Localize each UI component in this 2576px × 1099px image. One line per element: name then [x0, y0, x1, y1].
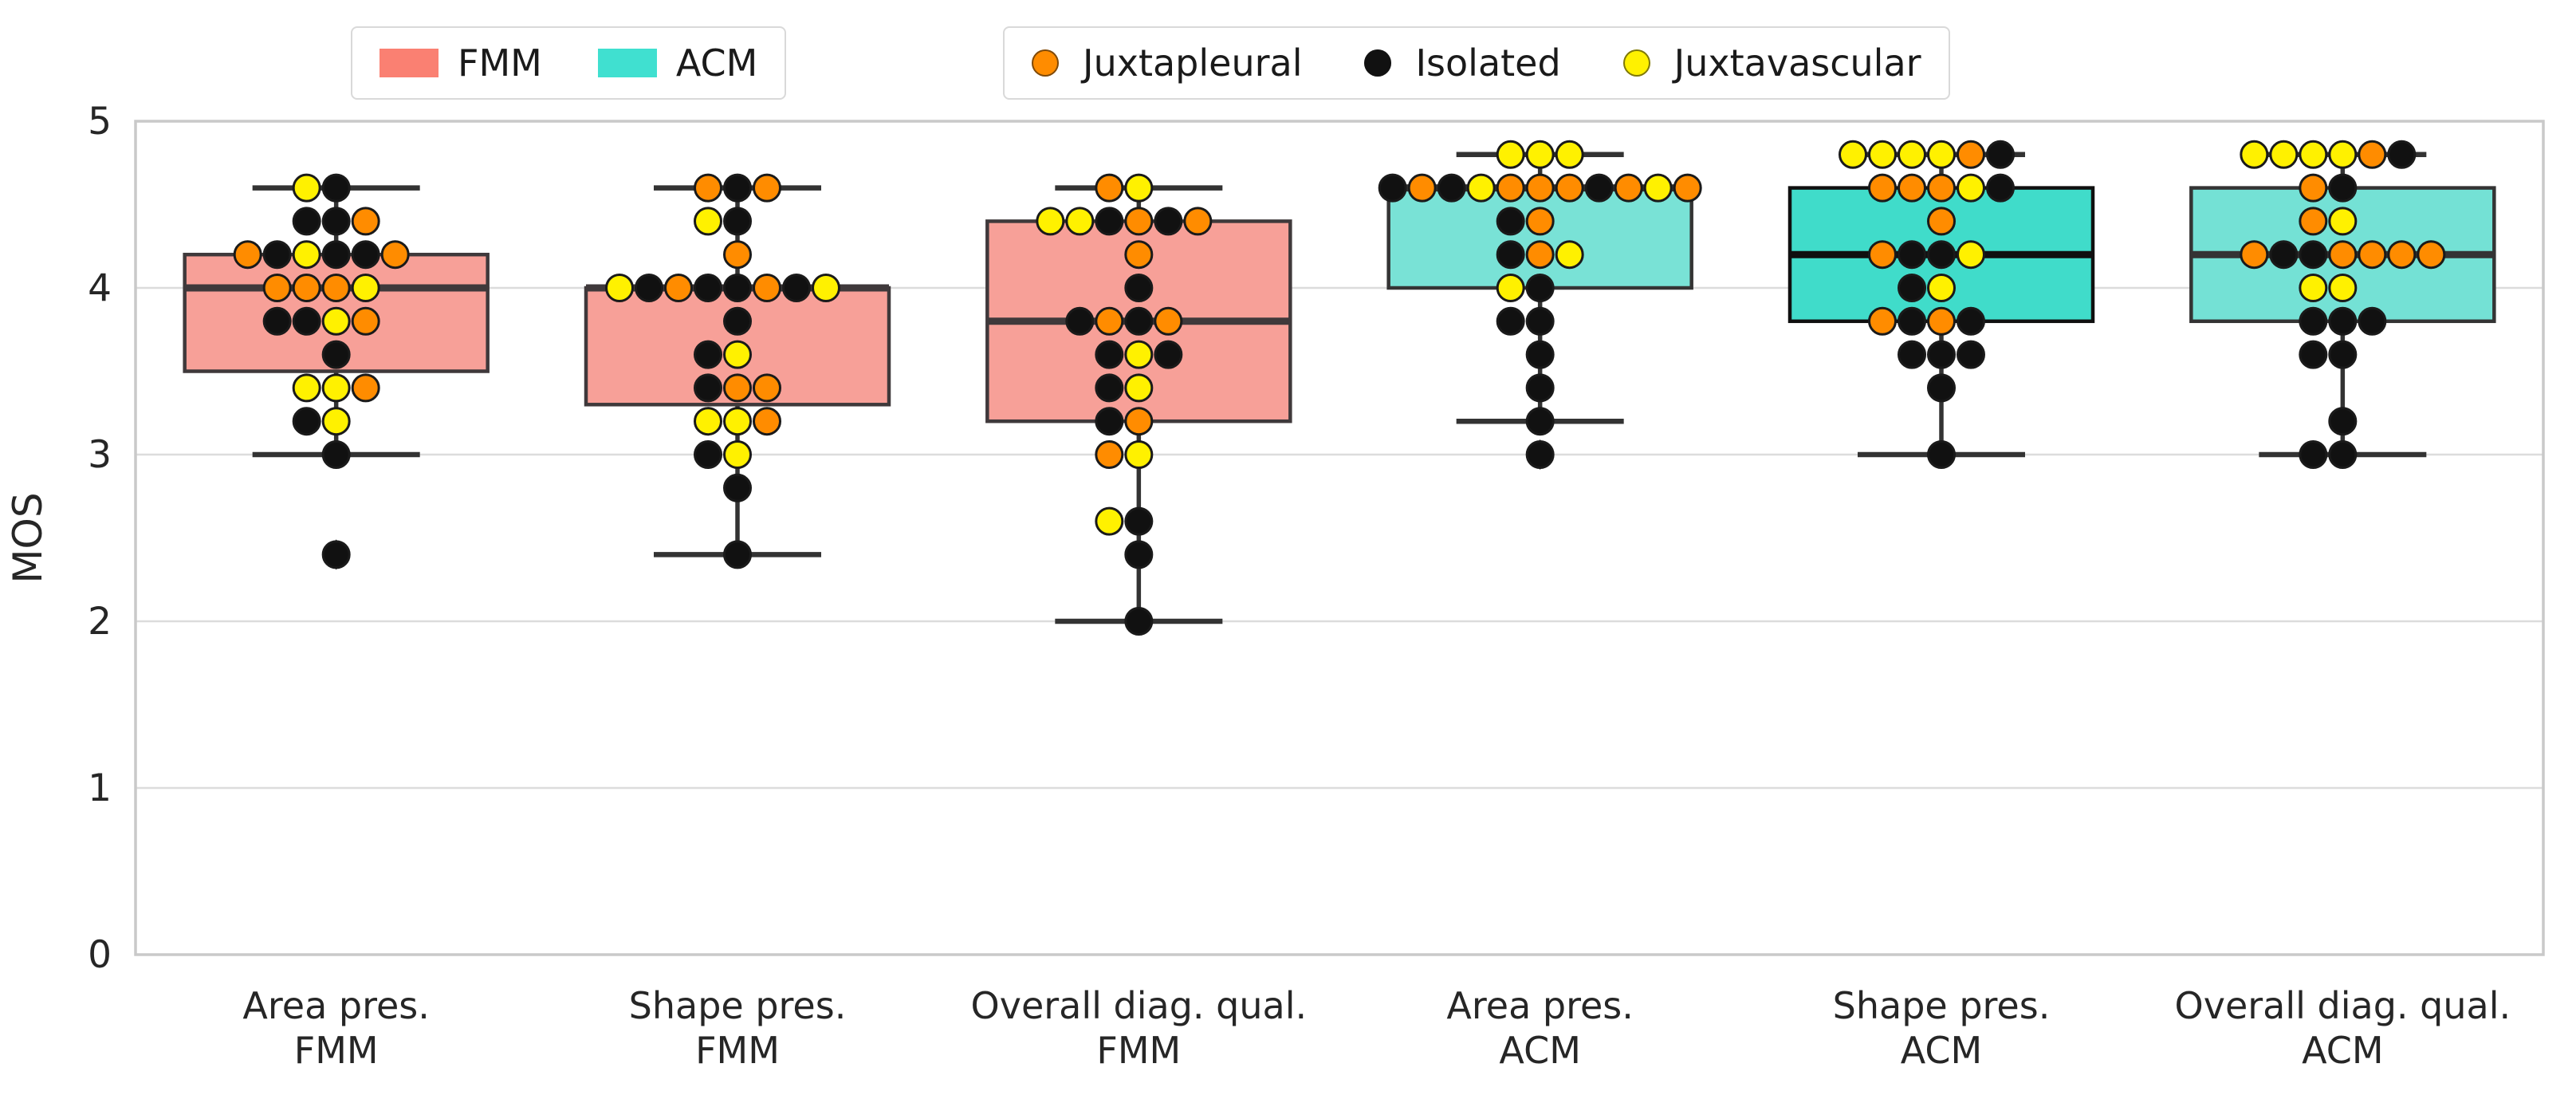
- svg-text:MOS: MOS: [5, 492, 51, 583]
- acm-legend-label: ACM: [675, 41, 758, 85]
- legend-item-acm: ACM: [597, 41, 758, 85]
- svg-text:Overall diag. qual.ACM: Overall diag. qual.ACM: [2175, 984, 2511, 1072]
- svg-text:Area pres.ACM: Area pres.ACM: [1446, 984, 1633, 1072]
- isolated-legend-label: Isolated: [1415, 41, 1561, 85]
- svg-text:5: 5: [88, 100, 112, 144]
- svg-text:1: 1: [88, 766, 112, 810]
- svg-text:2: 2: [88, 600, 112, 644]
- legend-item-juxtapleural: Juxtapleural: [1032, 41, 1302, 85]
- legend-item-juxtavascular: Juxtavascular: [1622, 41, 1921, 85]
- svg-text:Shape pres.ACM: Shape pres.ACM: [1833, 984, 2051, 1072]
- svg-text:4: 4: [88, 266, 112, 310]
- svg-text:Area pres.FMM: Area pres.FMM: [242, 984, 429, 1072]
- isolated-dot-icon: [1364, 49, 1392, 77]
- model-legend: FMM ACM: [351, 26, 787, 100]
- svg-text:Overall diag. qual.FMM: Overall diag. qual.FMM: [971, 984, 1308, 1072]
- acm-swatch-icon: [597, 49, 657, 77]
- svg-text:3: 3: [88, 433, 112, 477]
- fmm-swatch-icon: [380, 49, 439, 77]
- juxtavascular-dot-icon: [1622, 49, 1650, 77]
- svg-text:Shape pres.FMM: Shape pres.FMM: [629, 984, 847, 1072]
- svg-text:0: 0: [88, 933, 112, 977]
- fmm-legend-label: FMM: [458, 41, 542, 85]
- juxtapleural-legend-label: Juxtapleural: [1083, 41, 1303, 85]
- nodule-type-legend: Juxtapleural Isolated Juxtavascular: [1003, 26, 1950, 100]
- legend-item-isolated: Isolated: [1364, 41, 1561, 85]
- juxtapleural-dot-icon: [1032, 49, 1059, 77]
- juxtavascular-legend-label: Juxtavascular: [1673, 41, 1921, 85]
- legend-item-fmm: FMM: [380, 41, 542, 85]
